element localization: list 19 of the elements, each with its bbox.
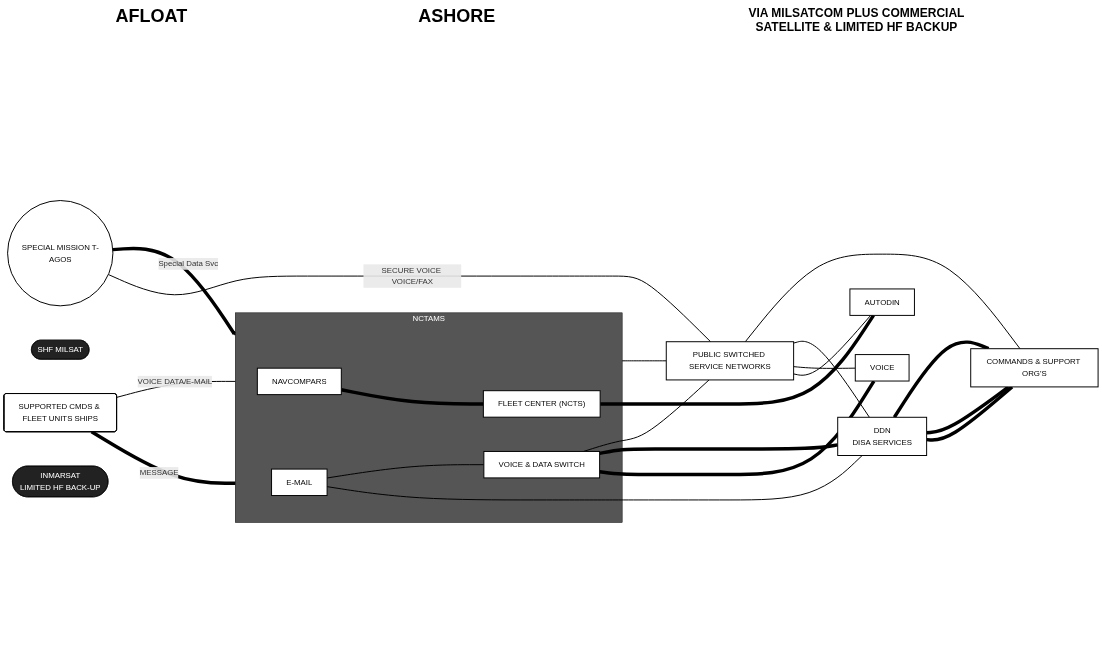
connector (600, 314, 875, 406)
connector (326, 464, 485, 479)
connector (926, 385, 1014, 442)
connector (599, 380, 876, 477)
connector (340, 388, 484, 406)
connector (793, 314, 872, 376)
note-text: VIA MILSATCOM PLUS COMMERCIAL SATELLITE & LIMITED HF BACKUP (747, 6, 966, 34)
section-heading: ASHORE (418, 6, 496, 27)
connector (793, 340, 870, 418)
arrow (112, 246, 236, 336)
connector (926, 385, 1010, 435)
connector (599, 443, 839, 456)
connector (744, 253, 1021, 350)
connector (90, 430, 236, 485)
connector (793, 366, 856, 369)
connector (621, 360, 667, 362)
connector (892, 340, 990, 419)
section-heading: AFLOAT (115, 6, 188, 27)
connector (326, 455, 863, 501)
